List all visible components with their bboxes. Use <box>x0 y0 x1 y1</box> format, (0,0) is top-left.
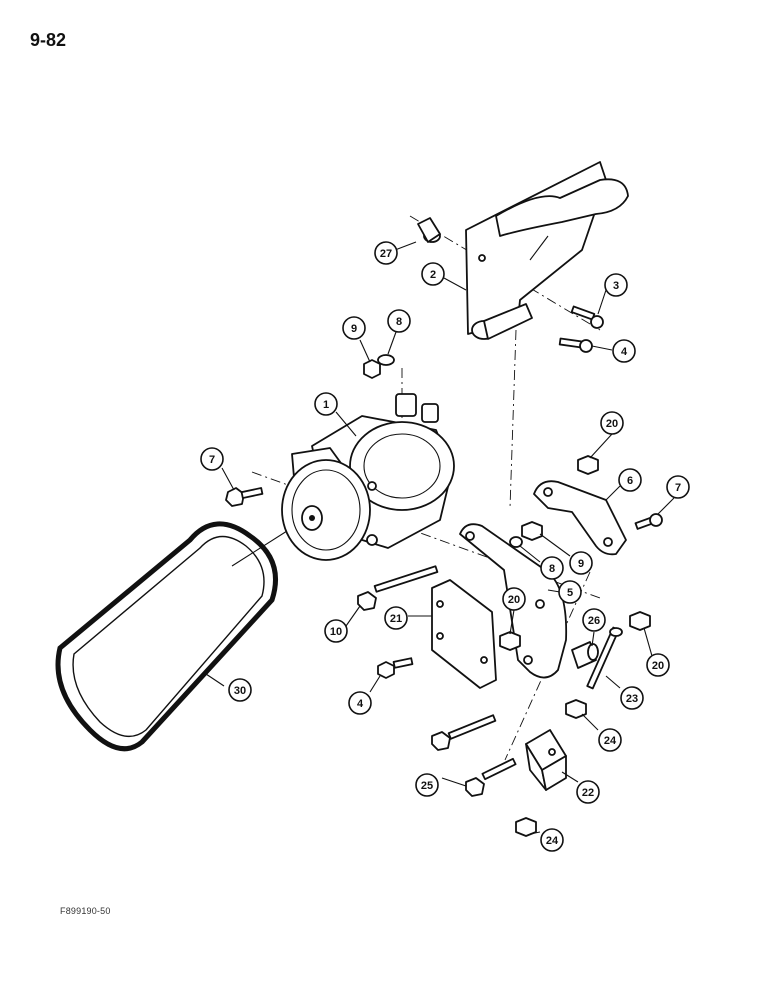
nut-20-middle <box>499 631 521 651</box>
washer-8-upper <box>377 354 395 366</box>
callout-24b: 24 <box>540 828 564 852</box>
spacer-26 <box>571 641 599 669</box>
callout-4a: 4 <box>612 339 636 363</box>
callout-2: 2 <box>421 262 445 286</box>
callout-label: 4 <box>357 698 364 710</box>
callout-22: 22 <box>576 780 600 804</box>
nut-20-right <box>629 611 651 631</box>
callout-label: 24 <box>604 735 617 747</box>
callout-label: 6 <box>627 475 633 487</box>
callout-label: 24 <box>546 835 559 847</box>
callout-label: 1 <box>323 399 329 411</box>
callout-label: 9 <box>578 558 584 570</box>
bolt-3 <box>570 305 604 329</box>
plate-21 <box>431 579 497 689</box>
callout-label: 20 <box>606 418 618 430</box>
callout-label: 20 <box>508 594 520 606</box>
callout-label: 3 <box>613 280 619 292</box>
figure-code: F899190-50 <box>60 906 111 916</box>
bolt-4-lower <box>377 657 414 679</box>
callout-8a: 8 <box>387 309 411 333</box>
callout-label: 5 <box>567 587 573 599</box>
nut-20-upper <box>577 455 599 475</box>
stud-23 <box>586 626 623 690</box>
callout-3: 3 <box>604 273 628 297</box>
callout-label: 10 <box>330 626 342 638</box>
nut-24-upper <box>565 699 587 719</box>
page-number: 9-82 <box>30 30 67 50</box>
spacer-27 <box>417 217 441 243</box>
callout-25: 25 <box>415 773 439 797</box>
bolt-25-lower <box>465 757 517 797</box>
callout-label: 2 <box>430 269 436 281</box>
callout-label: 20 <box>652 660 664 672</box>
callout-label: 4 <box>621 346 628 358</box>
callout-26: 26 <box>582 608 606 632</box>
callout-30: 30 <box>228 678 252 702</box>
callout-label: 9 <box>351 323 357 335</box>
callout-20a: 20 <box>600 411 624 435</box>
callout-27: 27 <box>374 241 398 265</box>
plate-6 <box>533 480 627 556</box>
mounting-bracket-2 <box>465 161 629 340</box>
callout-5: 5 <box>558 580 582 604</box>
bolt-7-left <box>225 487 264 507</box>
bolt-7-right <box>634 513 663 530</box>
callout-label: 25 <box>421 780 433 792</box>
bolt-4-upper <box>558 337 593 353</box>
callout-label: 21 <box>390 613 402 625</box>
callout-label: 27 <box>380 248 392 260</box>
callout-label: 8 <box>549 563 555 575</box>
callout-24a: 24 <box>598 728 622 752</box>
callout-23: 23 <box>620 686 644 710</box>
callout-20c: 20 <box>646 653 670 677</box>
callout-6: 6 <box>618 468 642 492</box>
callout-9a: 9 <box>342 316 366 340</box>
nut-9-middle <box>521 521 543 541</box>
nut-9-upper <box>363 359 381 379</box>
washer-8-middle <box>509 536 523 548</box>
callout-label: 22 <box>582 787 594 799</box>
callout-label: 7 <box>209 454 215 466</box>
callout-label: 26 <box>588 615 600 627</box>
bolt-10 <box>357 565 439 611</box>
callout-21: 21 <box>384 606 408 630</box>
callout-10: 10 <box>324 619 348 643</box>
callout-label: 23 <box>626 693 638 705</box>
callout-4b: 4 <box>348 691 372 715</box>
callout-label: 8 <box>396 316 402 328</box>
callout-label: 30 <box>234 685 246 697</box>
bolt-25-upper <box>431 714 497 751</box>
compressor-1 <box>281 393 455 561</box>
callout-9b: 9 <box>569 551 593 575</box>
nut-24-lower <box>515 817 537 837</box>
leader-lines <box>205 241 675 835</box>
callout-label: 7 <box>675 482 681 494</box>
drive-belt-30 <box>55 521 299 752</box>
callout-8b: 8 <box>540 556 564 580</box>
callout-7b: 7 <box>666 475 690 499</box>
block-22 <box>525 729 567 791</box>
callout-7a: 7 <box>200 447 224 471</box>
callout-20b: 20 <box>502 587 526 611</box>
callout-1: 1 <box>314 392 338 416</box>
